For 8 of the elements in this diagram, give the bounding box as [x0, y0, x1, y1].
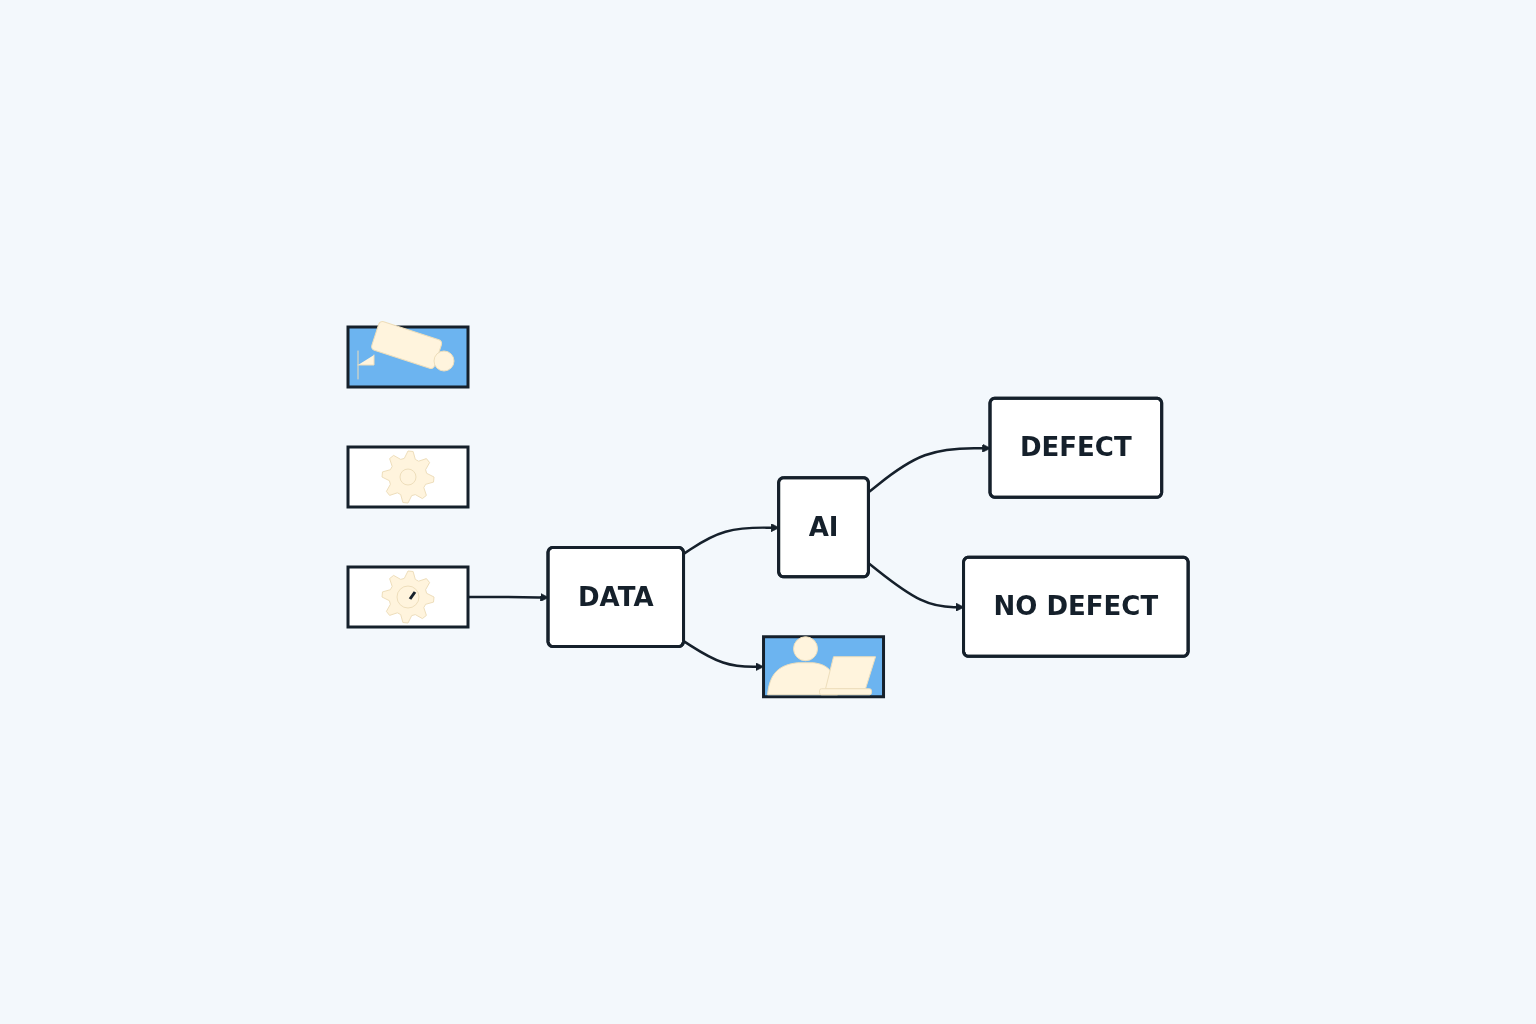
camera-icon — [357, 320, 455, 380]
node-picture — [346, 445, 470, 509]
node-picture — [346, 565, 470, 629]
gear-icon — [381, 570, 435, 624]
gear-icon — [381, 450, 435, 504]
arrow — [683, 640, 764, 672]
person-with-laptop-icon — [766, 636, 876, 696]
node-picture — [346, 325, 470, 389]
